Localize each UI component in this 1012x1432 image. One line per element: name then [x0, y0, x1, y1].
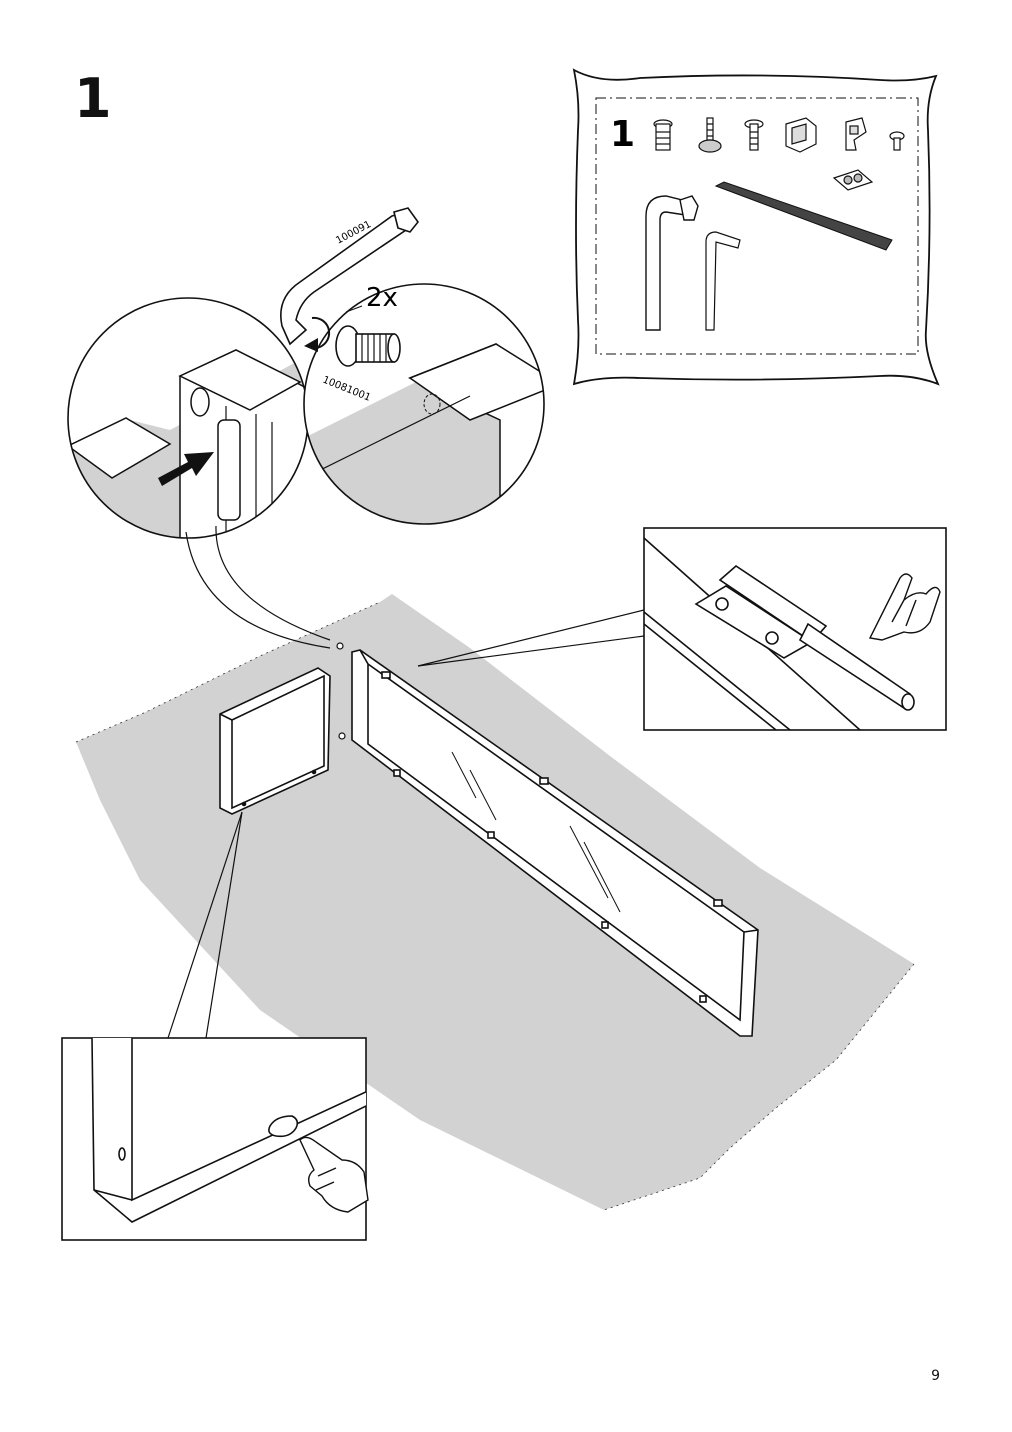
threaded-insert-icon — [698, 117, 722, 153]
catch-clip-icon — [845, 117, 867, 151]
threaded-insert — [355, 333, 401, 363]
screw-icon — [744, 119, 764, 151]
small-screw-icon — [889, 131, 905, 151]
hole-detail — [61, 1037, 369, 1241]
hex-bolt-icon — [653, 119, 673, 151]
parts-bag-number: 1 — [610, 114, 635, 155]
allen-key-callout — [280, 207, 420, 367]
step-number: 1 — [74, 67, 112, 130]
threaded-insert-parts — [336, 642, 346, 740]
parts-bag: 1 — [572, 68, 940, 386]
pointing-hand-icon — [868, 573, 941, 641]
glass-door-frame — [351, 649, 759, 1037]
pointing-hand-icon — [299, 1136, 369, 1213]
hinge-detail — [643, 527, 947, 731]
quantity-label: 2x — [366, 283, 398, 313]
hinge-bracket-icon — [785, 117, 817, 153]
felt-pads-icon — [832, 169, 874, 191]
side-panel — [219, 667, 331, 815]
small-allen-key-icon — [705, 231, 741, 331]
felt-strip-icon — [714, 181, 893, 251]
page-number: 9 — [931, 1368, 940, 1384]
large-allen-key-icon — [645, 195, 699, 331]
insert-detail-right — [303, 283, 545, 525]
insert-detail-left — [67, 297, 309, 539]
